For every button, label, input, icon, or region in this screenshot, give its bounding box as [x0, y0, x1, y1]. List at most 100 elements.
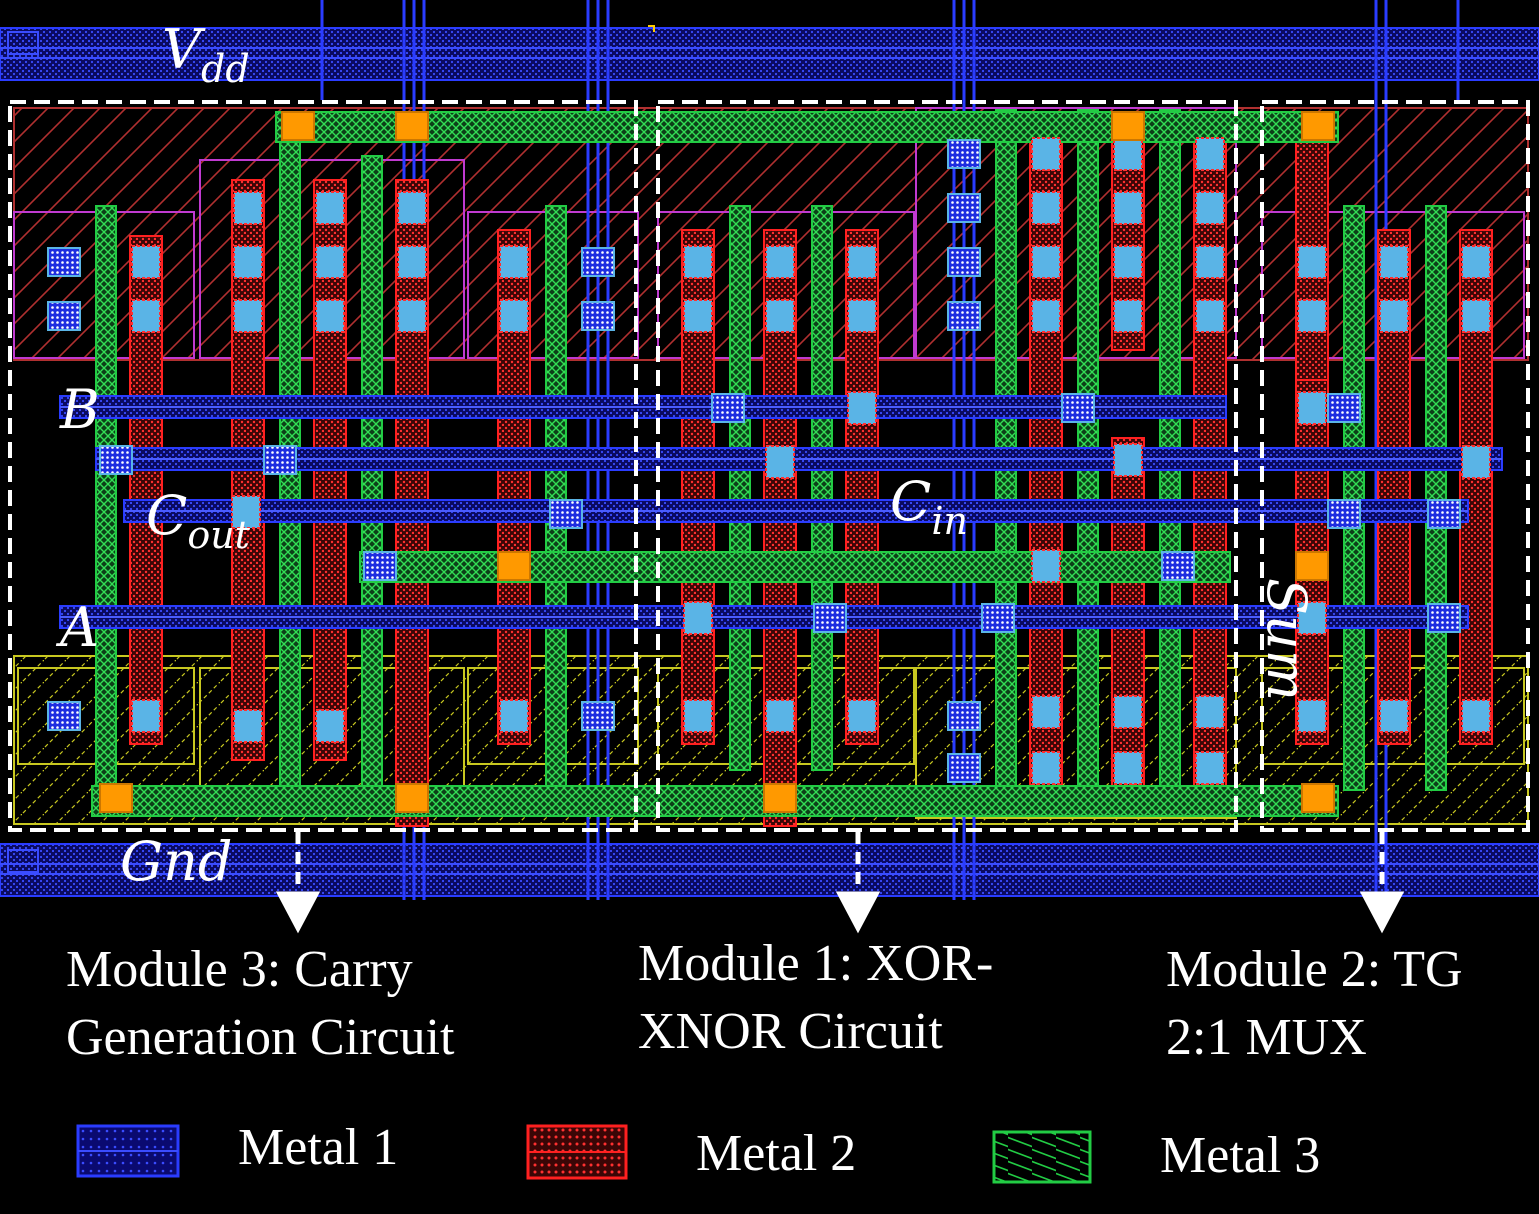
- diffusion-contact: [1195, 137, 1225, 171]
- diffusion-contact: [847, 299, 877, 333]
- legend-swatch-metal1: [76, 1124, 180, 1178]
- metal-via: [99, 783, 133, 813]
- metal1-via: [47, 301, 81, 331]
- module-1-boundary: [656, 100, 1238, 832]
- metal1-via: [581, 247, 615, 277]
- metal-via: [395, 111, 429, 141]
- metal1-via: [1161, 551, 1195, 581]
- diffusion-contact: [847, 391, 877, 425]
- diffusion-contact: [1031, 191, 1061, 225]
- diffusion-contact: [1113, 245, 1143, 279]
- metal1-via: [1327, 499, 1361, 529]
- diffusion-contact: [1195, 245, 1225, 279]
- diffusion-contact: [1297, 299, 1327, 333]
- metal1-via: [947, 753, 981, 783]
- metal1-layer: [59, 395, 1503, 629]
- diffusion-contact: [847, 245, 877, 279]
- legend-label-metal3: Metal 3: [1160, 1127, 1321, 1184]
- metal3-strip: [361, 155, 383, 791]
- cout-label: Cout: [146, 484, 250, 557]
- module-2-caption: Module 2: TG 2:1 MUX: [1166, 941, 1463, 1066]
- metal1-via: [1427, 603, 1461, 633]
- legend-swatches: [76, 1124, 1092, 1184]
- diffusion-contact: [1113, 695, 1143, 729]
- metal-via: [281, 111, 315, 141]
- metal-via: [1301, 783, 1335, 813]
- metal3-strip: [1425, 205, 1447, 791]
- diffusion-contact: [1195, 191, 1225, 225]
- metal3-strip: [545, 205, 567, 791]
- diffusion-contact: [233, 709, 263, 743]
- metal1-via: [581, 301, 615, 331]
- metal3-bus: [275, 111, 1339, 143]
- diffusion-contact: [765, 245, 795, 279]
- metal3-bus: [359, 551, 1231, 583]
- legend-label-metal2: Metal 2: [696, 1125, 857, 1182]
- metal1-via: [363, 551, 397, 581]
- diffusion-contact: [1297, 245, 1327, 279]
- diffusion-contact: [1461, 245, 1491, 279]
- module-1-caption: Module 1: XOR- XNOR Circuit: [638, 935, 994, 1060]
- metal-via: [763, 783, 797, 813]
- module-3-arrow: [275, 891, 321, 934]
- diffusion-contact: [1379, 245, 1409, 279]
- metal1-via: [99, 445, 133, 475]
- metal1-via: [549, 499, 583, 529]
- diffusion-contact: [233, 191, 263, 225]
- metal3-strip: [729, 205, 751, 771]
- diffusion-contact: [1461, 699, 1491, 733]
- diffusion-contact: [1297, 699, 1327, 733]
- diffusion-contact: [683, 699, 713, 733]
- diffusion-contact: [131, 299, 161, 333]
- metal1-via: [1061, 393, 1095, 423]
- diffusion-contact: [1113, 443, 1143, 477]
- metal-via: [1111, 111, 1145, 141]
- diffusion-contact: [1195, 299, 1225, 333]
- metal1-bus: [95, 447, 1503, 471]
- marker: [648, 25, 655, 32]
- diffusion-contact: [1031, 751, 1061, 785]
- legend-swatch-metal3: [992, 1130, 1092, 1184]
- diffusion-contact: [397, 299, 427, 333]
- gnd-rail: [0, 843, 1539, 897]
- legend-swatch-metal2: [526, 1124, 628, 1180]
- diffusion-contact: [1031, 695, 1061, 729]
- metal1-via: [981, 603, 1015, 633]
- metal-via: [1301, 111, 1335, 141]
- diffusion-contact: [1461, 445, 1491, 479]
- diffusion-contact: [1379, 699, 1409, 733]
- diffusion-contact: [1297, 391, 1327, 425]
- diffusion-contact: [1031, 549, 1061, 583]
- metal1-via: [947, 301, 981, 331]
- vdd-rail: [0, 27, 1539, 81]
- diffusion-contact: [765, 699, 795, 733]
- diffusion-contact: [1195, 695, 1225, 729]
- diffusion-contact: [1113, 299, 1143, 333]
- a-input-label: A: [60, 596, 99, 659]
- diffusion-contact: [231, 495, 261, 529]
- metal1-via: [47, 247, 81, 277]
- legend-label-metal1: Metal 1: [238, 1119, 399, 1176]
- diffusion-contact: [1195, 751, 1225, 785]
- diffusion-contact: [315, 299, 345, 333]
- diffusion-contact: [233, 299, 263, 333]
- module-1-arrow: [835, 891, 881, 934]
- contact-layer: [47, 25, 1491, 813]
- diffusion-contact: [1031, 299, 1061, 333]
- metal-via: [395, 783, 429, 813]
- diffusion-contact: [1113, 191, 1143, 225]
- diffusion-contact: [131, 699, 161, 733]
- diffusion-contact: [683, 245, 713, 279]
- metal-via: [497, 551, 531, 581]
- cin-label: Cin: [890, 470, 968, 543]
- diffusion-contact: [1297, 601, 1327, 635]
- diffusion-contact: [397, 245, 427, 279]
- vdd-label: Vdd: [162, 18, 250, 91]
- module-boundaries: [8, 100, 1530, 832]
- diffusion-contact: [1031, 245, 1061, 279]
- metal3-strip: [95, 205, 117, 791]
- metal3-strip: [1343, 205, 1365, 791]
- diffusion-contact: [683, 601, 713, 635]
